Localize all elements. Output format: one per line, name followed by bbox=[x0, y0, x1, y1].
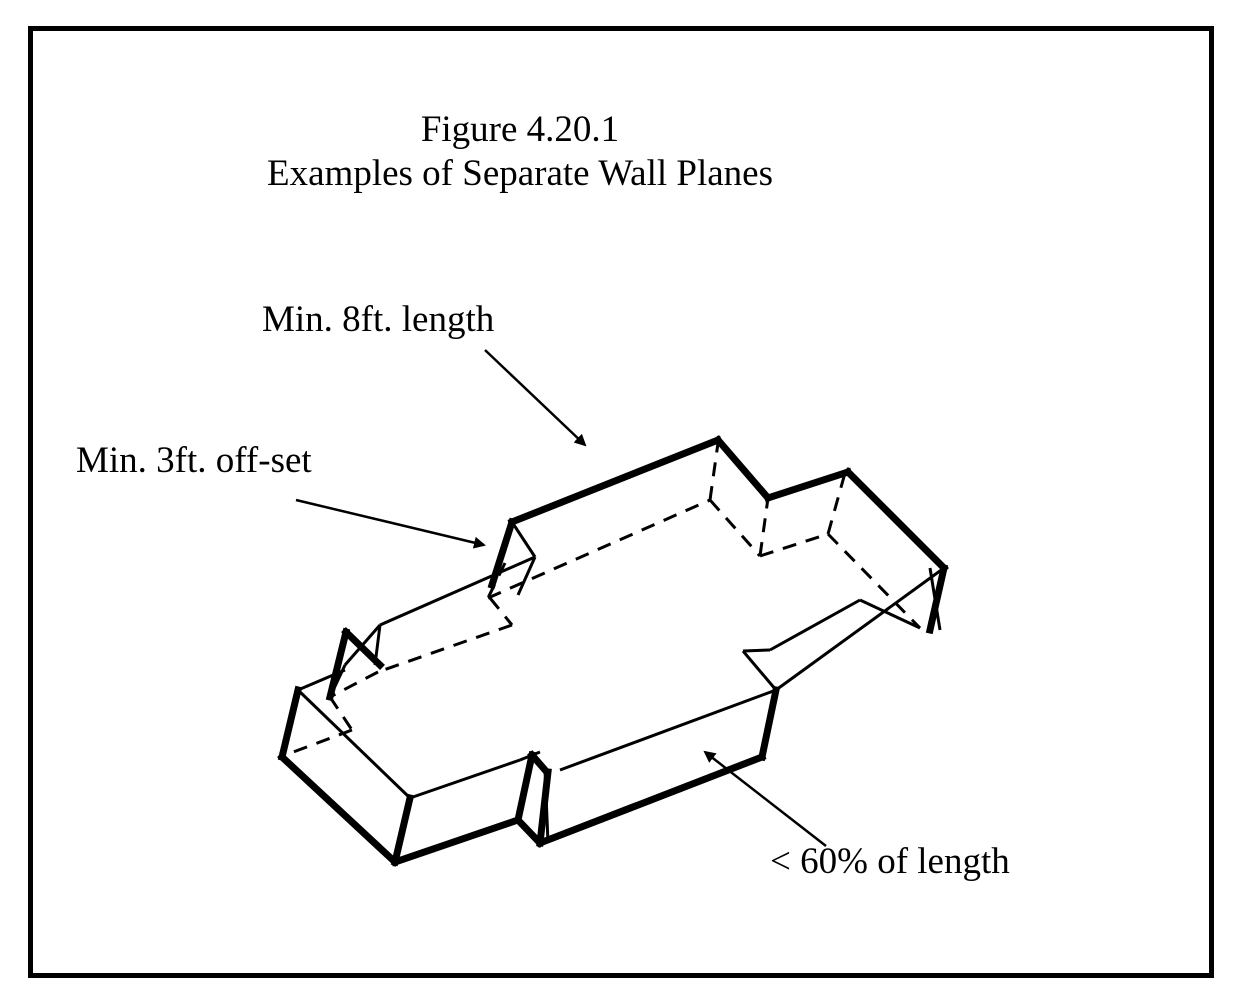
label-min-offset: Min. 3ft. off-set bbox=[76, 440, 312, 481]
figure-frame bbox=[28, 26, 1214, 978]
arrow-min-length bbox=[484, 349, 587, 447]
thin-edges bbox=[296, 521, 945, 844]
arrow-min-offset bbox=[295, 498, 486, 549]
figure-title: Examples of Separate Wall Planes bbox=[267, 153, 773, 194]
annotation-arrows bbox=[295, 349, 827, 847]
label-max-percent: < 60% of length bbox=[770, 841, 1010, 882]
hidden-edges bbox=[279, 442, 922, 759]
label-min-length: Min. 8ft. length bbox=[262, 299, 495, 340]
arrow-max-percent bbox=[703, 750, 827, 847]
bold-outline bbox=[277, 435, 949, 867]
figure-number: Figure 4.20.1 bbox=[420, 109, 620, 150]
